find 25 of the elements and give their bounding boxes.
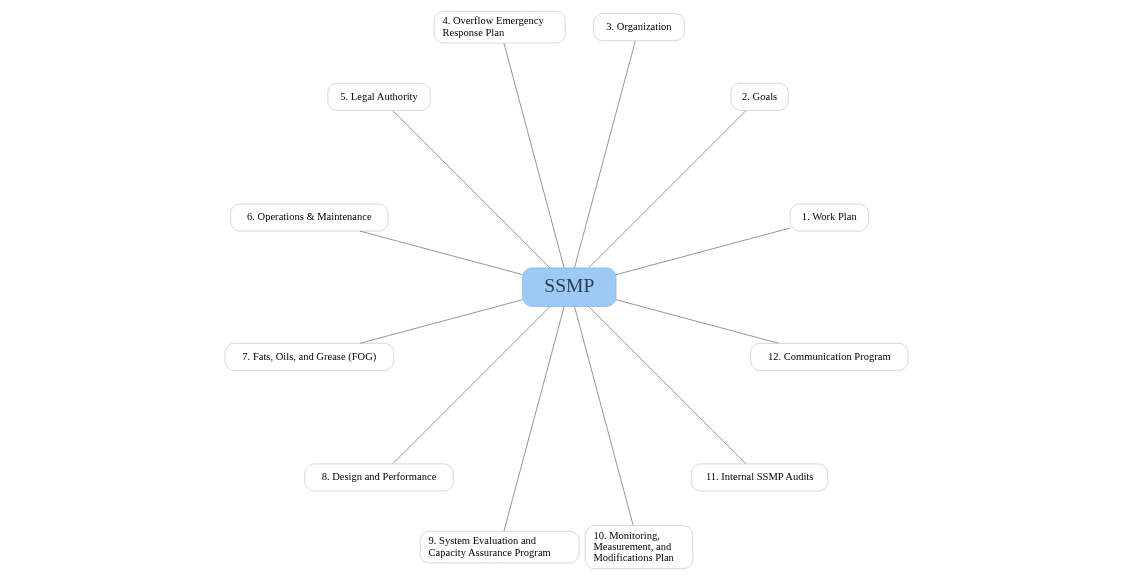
node-box: 9. System Evaluation and Capacity Assurance Program (419, 530, 580, 564)
node-box: 5. Legal Authority (327, 82, 431, 111)
node-box: 7. Fats, Oils, and Grease (FOG) (224, 342, 395, 371)
node-box: 4. Overflow Emergency Response Plan (433, 11, 566, 44)
node-box: 6. Operations & Maintenance (230, 203, 389, 232)
node-box: 10. Monitoring, Measurement, and Modifications Plan (584, 525, 694, 569)
connector (574, 306, 634, 526)
connector (615, 299, 780, 344)
node-box: 2. Goals (730, 82, 789, 111)
connector (392, 306, 551, 465)
node-box: 11. Internal SSMP Audits (691, 463, 829, 492)
connector (615, 227, 791, 276)
connector (503, 306, 565, 532)
connector (588, 110, 747, 269)
connector (359, 230, 523, 276)
connector (359, 299, 523, 344)
node-box: SSMP (522, 267, 617, 307)
node-box: 12. Communication Program (750, 342, 909, 371)
node-box: 1. Work Plan (789, 203, 869, 232)
connector (588, 306, 747, 465)
connector (503, 42, 565, 269)
connector (574, 40, 636, 269)
node-box: 8. Design and Performance (304, 463, 454, 492)
node-box: 3. Organization (593, 13, 685, 42)
connector (392, 110, 551, 269)
